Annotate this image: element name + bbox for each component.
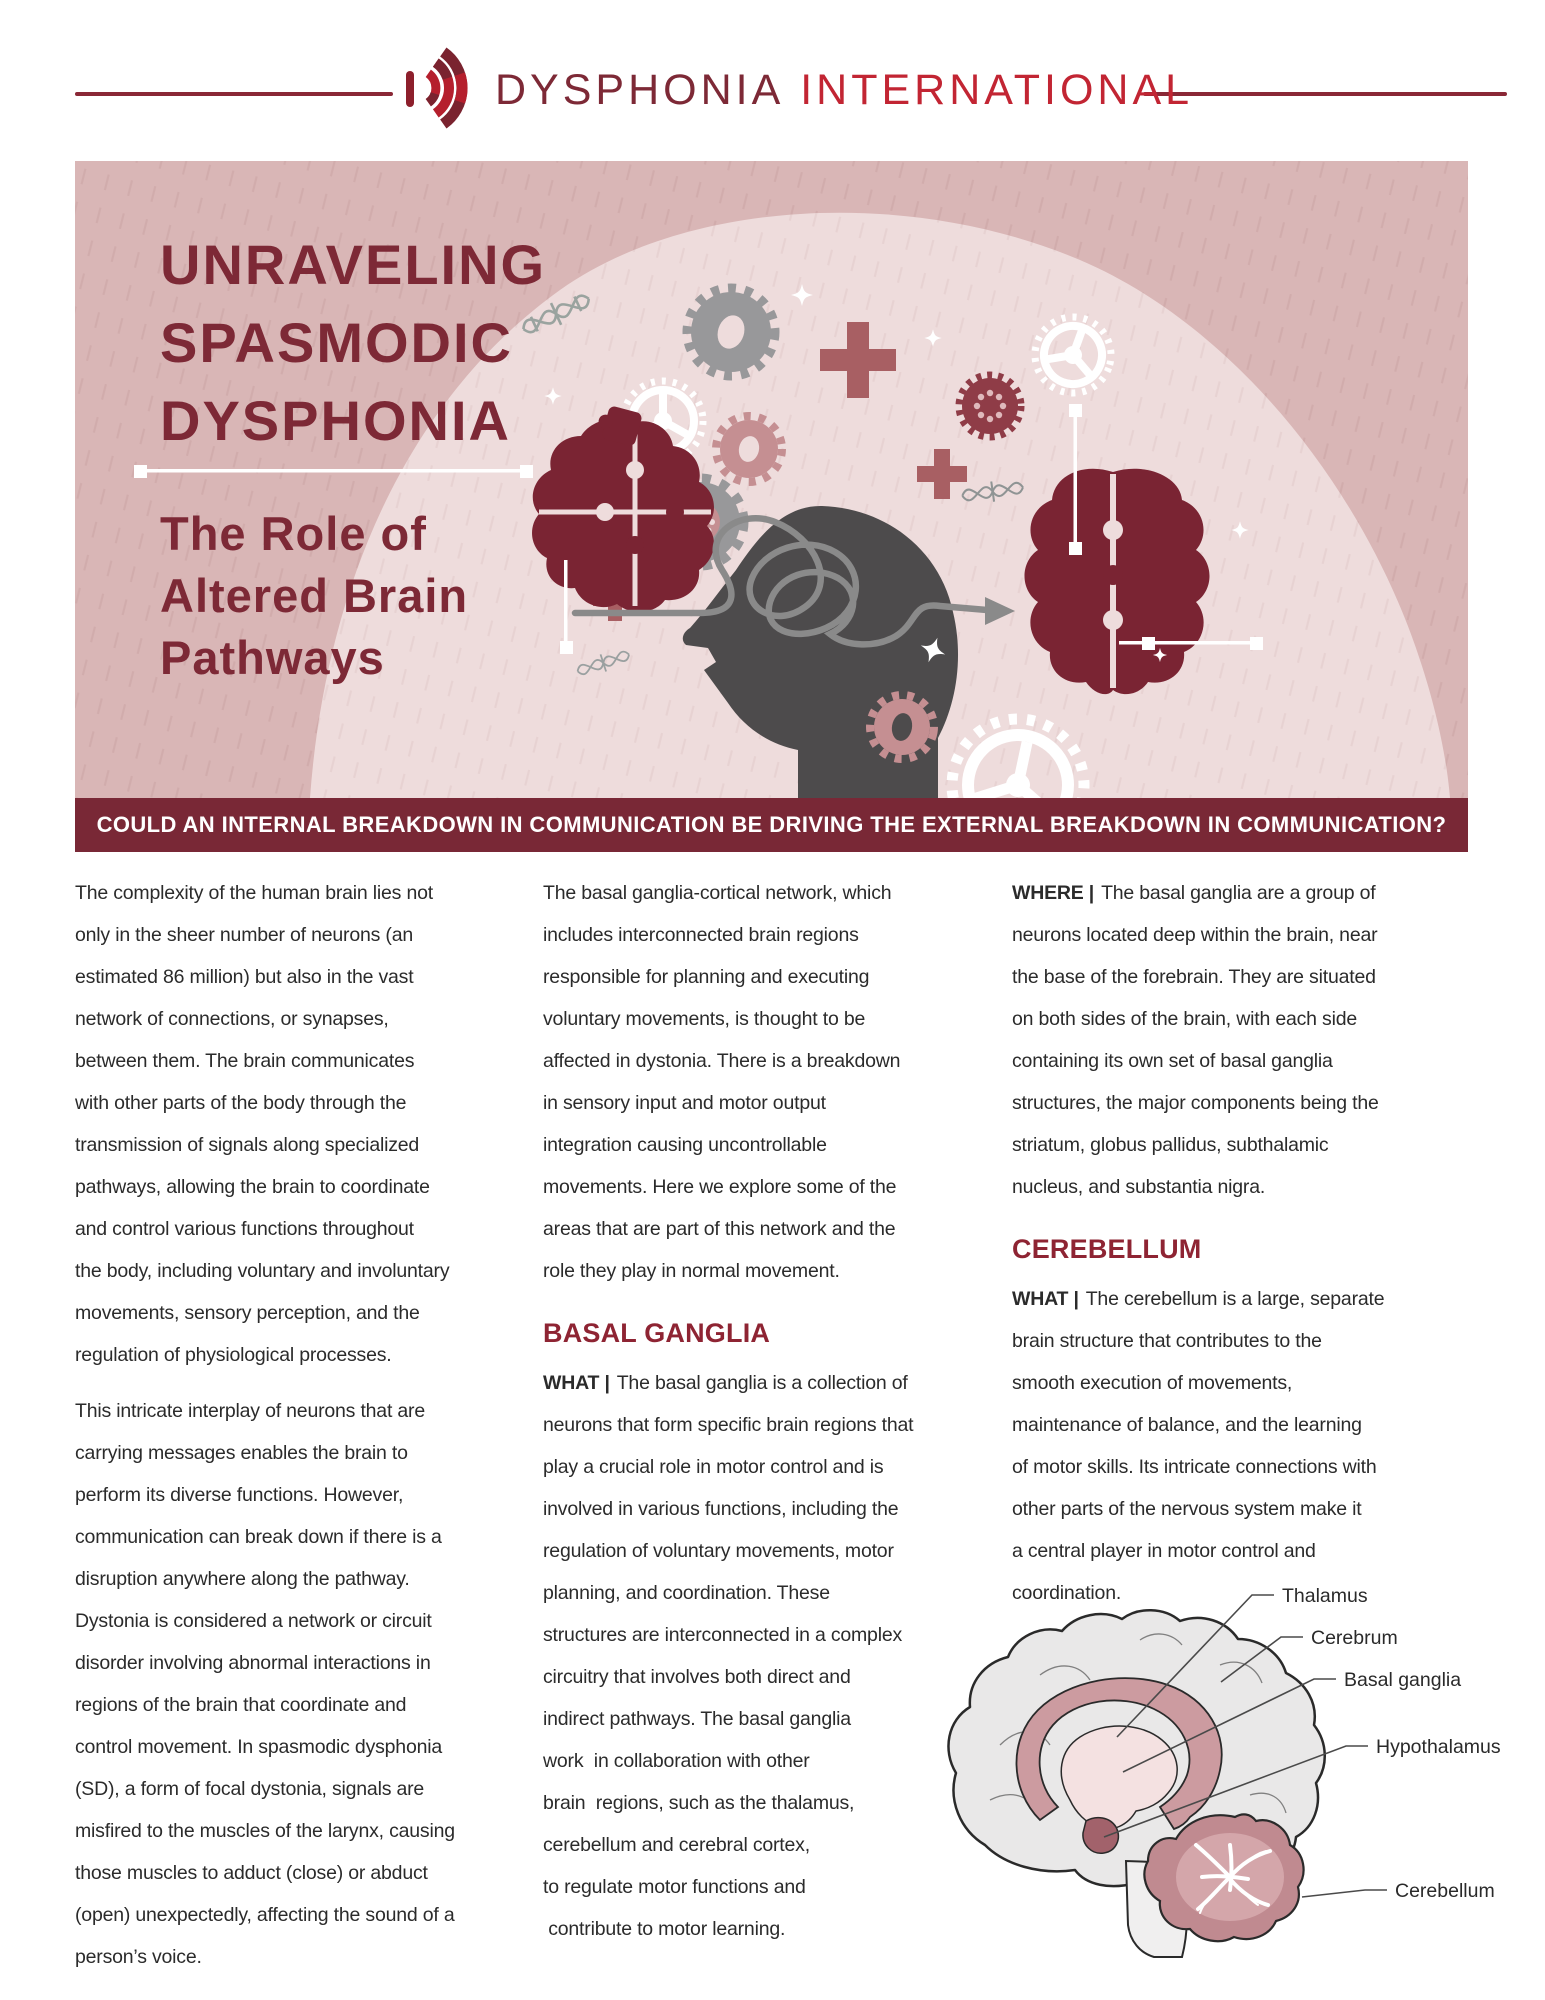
label-thalamus: Thalamus: [1282, 1585, 1368, 1607]
sparkle-icon: [544, 284, 1249, 663]
connector-line: [1069, 404, 1082, 555]
paragraph-text: The basal ganglia are a group of neurons…: [1012, 882, 1379, 1198]
connector-line: [560, 560, 573, 654]
gear-icon: [866, 691, 938, 763]
label-cerebrum: Cerebrum: [1311, 1627, 1398, 1649]
brand-primary: DYSPHONIA: [495, 66, 785, 114]
hero-illustration: [75, 161, 1468, 857]
what-label: WHAT |: [1012, 1288, 1079, 1310]
paragraph: This intricate interplay of neurons that…: [75, 1390, 525, 1978]
plus-icon: [917, 449, 967, 499]
gear-icon: [682, 283, 780, 381]
brain-diagram: Thalamus Cerebrum Basal ganglia Hypothal…: [947, 1585, 1501, 1958]
hero-title-line2: SPASMODIC: [160, 311, 513, 374]
header-rule-left: [75, 92, 393, 96]
puzzle-brain-icon: [532, 406, 714, 612]
ribbon-banner: COULD AN INTERNAL BREAKDOWN IN COMMUNICA…: [75, 798, 1468, 852]
dna-strand-icon: [961, 481, 1024, 502]
connector-line: [1119, 637, 1263, 650]
where-label: WHERE |: [1012, 882, 1095, 904]
section-heading-cerebellum: CEREBELLUM: [1012, 1234, 1202, 1264]
logo-icon: [406, 47, 468, 129]
gear-icon: [619, 377, 707, 465]
hero-subtitle: The Role of Altered Brain Pathways: [160, 503, 468, 689]
label-hypothalamus: Hypothalamus: [1376, 1736, 1501, 1758]
paragraph-text: The cerebellum is a large, separate brai…: [1012, 1288, 1385, 1604]
dna-strand-icon: [576, 650, 630, 675]
paragraph: WHAT |The basal ganglia is a collection …: [543, 1362, 1008, 1950]
paragraph: WHAT |The cerebellum is a large, separat…: [1012, 1278, 1522, 1614]
thalamus-band-shape: [1015, 1677, 1223, 1831]
hero-subtitle-line3: Pathways: [160, 631, 385, 684]
cerebellum-shape: [1143, 1813, 1305, 1943]
paragraph: WHERE |The basal ganglia are a group of …: [1012, 872, 1522, 1208]
paragraph-text: The complexity of the human brain lies n…: [75, 882, 450, 1366]
label-cerebellum: Cerebellum: [1395, 1880, 1495, 1902]
hero-banner: [75, 161, 1468, 857]
hero-subtitle-line2: Altered Brain: [160, 569, 469, 622]
leader-lines: [1103, 1594, 1387, 1898]
paragraph-text: The basal ganglia-cortical network, whic…: [543, 882, 901, 1282]
brand-secondary: INTERNATIONAL: [800, 66, 1194, 114]
puzzle-brain-icon: [1024, 468, 1210, 695]
dna-strand-icon: [522, 294, 591, 334]
tangled-thread-arrow: [571, 515, 1015, 648]
hypothalamus-shape: [1082, 1816, 1120, 1854]
column-2: The basal ganglia-cortical network, whic…: [543, 872, 1008, 1950]
paragraph: The basal ganglia-cortical network, whic…: [543, 872, 1008, 1292]
gear-icon: [712, 412, 786, 486]
what-label: WHAT |: [543, 1372, 610, 1394]
connector-line: [134, 465, 533, 478]
gear-icon: [955, 371, 1025, 441]
column-3: WHERE |The basal ganglia are a group of …: [1012, 872, 1522, 1614]
section-heading-basal-ganglia: BASAL GANGLIA: [543, 1318, 771, 1348]
hero-title: UNRAVELING SPASMODIC DYSPHONIA: [160, 226, 546, 460]
hero-title-line3: DYSPHONIA: [160, 389, 511, 452]
label-basal-ganglia: Basal ganglia: [1344, 1669, 1461, 1691]
hero-title-line1: UNRAVELING: [160, 233, 547, 296]
paragraph-text: The basal ganglia is a collection of neu…: [543, 1372, 914, 1940]
paragraph-text: This intricate interplay of neurons that…: [75, 1400, 455, 1968]
hero-subtitle-line1: The Role of: [160, 507, 427, 560]
plus-icon: [820, 322, 896, 398]
ribbon-text: COULD AN INTERNAL BREAKDOWN IN COMMUNICA…: [96, 812, 1447, 837]
column-1: The complexity of the human brain lies n…: [75, 872, 525, 1978]
paragraph: The complexity of the human brain lies n…: [75, 872, 525, 1376]
header-rule-right: [1143, 92, 1507, 96]
brand-wordmark: DYSPHONIA INTERNATIONAL: [495, 66, 1193, 115]
